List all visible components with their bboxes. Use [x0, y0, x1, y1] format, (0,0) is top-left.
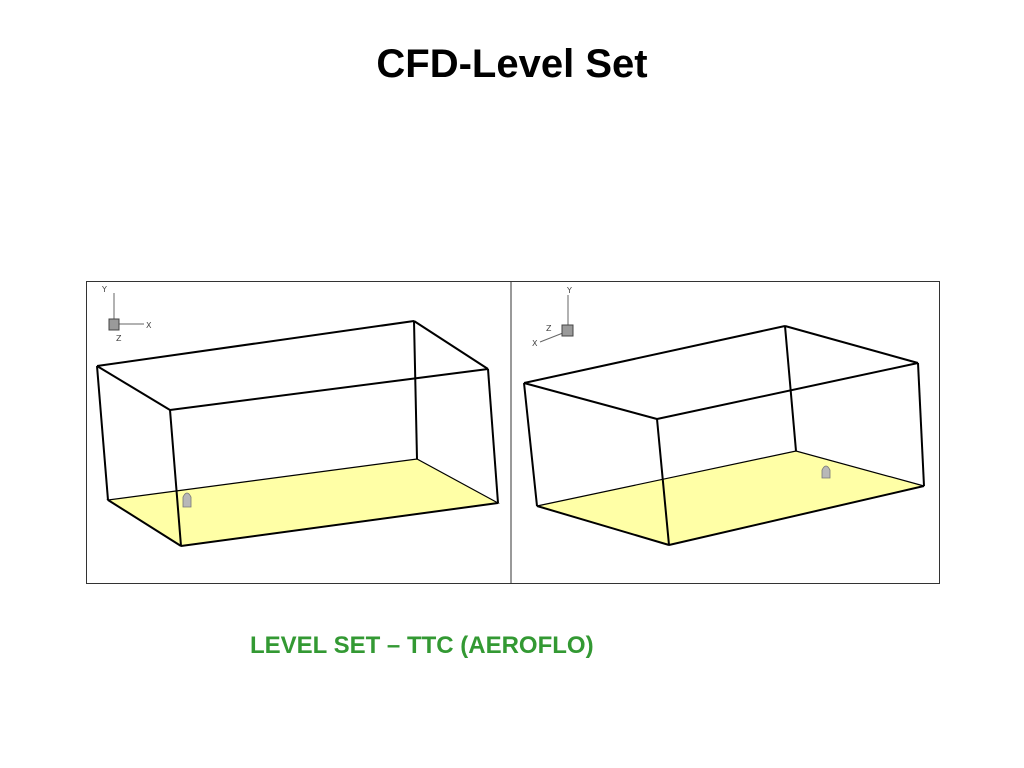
left-body-object	[182, 492, 192, 508]
right-body-object	[821, 465, 831, 479]
axis-label-z: Z	[546, 324, 552, 333]
right-panel: Y Z X	[523, 286, 925, 546]
figure-frame	[86, 281, 940, 584]
left-panel: Y X Z	[96, 285, 500, 547]
axis-cube-icon	[108, 318, 120, 331]
figure-panels: Y X Z	[86, 281, 940, 584]
right-box-edges	[523, 325, 925, 546]
axis-label-y: Y	[101, 285, 107, 294]
slide-title: CFD-Level Set	[376, 42, 648, 86]
axis-label-x: X	[532, 339, 538, 348]
axis-label-x: X	[146, 321, 152, 330]
right-axis-triad: Y Z X	[532, 286, 574, 348]
left-axis-triad: Y X Z	[101, 285, 152, 343]
axis-cube-icon	[561, 324, 574, 337]
axis-label-z: Z	[116, 334, 122, 343]
figure-caption: LEVEL SET – TTC (AEROFLO)	[250, 632, 594, 659]
figure-svg: Y X Z	[86, 281, 940, 584]
left-box-edges	[96, 320, 499, 547]
axis-label-y: Y	[566, 286, 572, 295]
left-floor-plane	[106, 458, 500, 547]
